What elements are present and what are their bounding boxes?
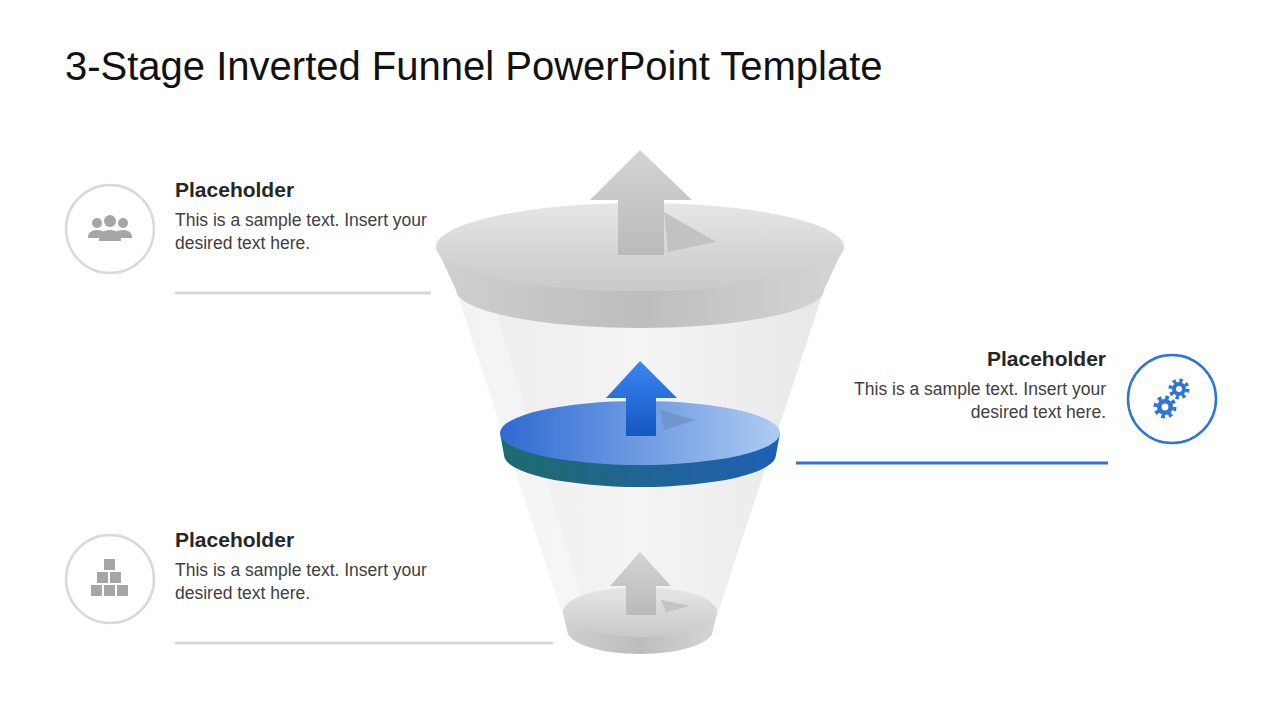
arrow-shadow: [664, 212, 716, 252]
arrow-shadow: [661, 600, 690, 612]
icon-circle: [66, 535, 154, 623]
stage-arrow: [606, 361, 677, 436]
text-block: PlaceholderThis is a sample text. Insert…: [846, 346, 1106, 424]
slide-title: 3-Stage Inverted Funnel PowerPoint Templ…: [65, 44, 883, 89]
leader-line: [175, 292, 431, 295]
gears-icon: [1156, 381, 1188, 417]
node-body: This is a sample text. Insert your desir…: [175, 209, 435, 255]
people-icon: [88, 215, 132, 241]
funnel-cone: [456, 290, 824, 625]
text-block: PlaceholderThis is a sample text. Insert…: [175, 527, 435, 605]
node-heading: Placeholder: [175, 177, 435, 203]
arrow-shadow: [660, 410, 696, 430]
text-block: PlaceholderThis is a sample text. Insert…: [175, 177, 435, 255]
icon-circle: [66, 185, 154, 273]
node-body: This is a sample text. Insert your desir…: [846, 378, 1106, 424]
boxes-icon: [91, 559, 128, 596]
leader-line: [796, 462, 1108, 465]
node-heading: Placeholder: [846, 346, 1106, 372]
node-body: This is a sample text. Insert your desir…: [175, 559, 435, 605]
node-heading: Placeholder: [175, 527, 435, 553]
icon-circle: [1128, 355, 1216, 443]
stage-arrow: [610, 552, 671, 615]
stage-arrow: [590, 150, 692, 255]
leader-line: [175, 642, 553, 645]
